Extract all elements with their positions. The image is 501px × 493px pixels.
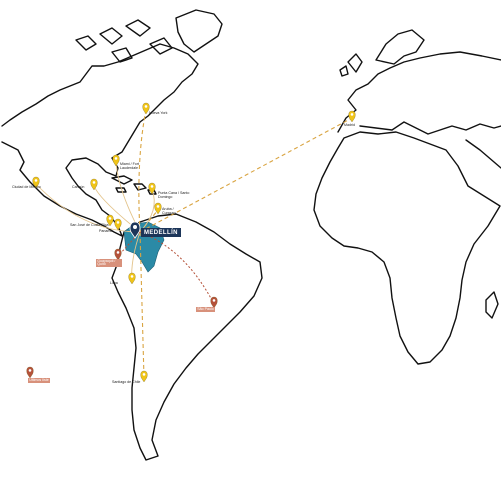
route-santiago bbox=[139, 231, 145, 379]
arctic-islands-coastline bbox=[75, 19, 173, 63]
route-mexico bbox=[35, 183, 141, 233]
arabian-coastline bbox=[465, 139, 501, 169]
south-america-coastline bbox=[111, 213, 263, 461]
gold-pins bbox=[32, 102, 356, 383]
route-madrid bbox=[139, 117, 353, 233]
city-label-lima: Lima bbox=[110, 281, 118, 285]
africa-coastline bbox=[313, 131, 501, 365]
city-label-guayaquil: Guayaquil / Quito bbox=[96, 259, 123, 268]
caribbean-islands-coastline bbox=[111, 175, 157, 195]
city-label-sao-paulo: São Paulo bbox=[196, 306, 215, 312]
city-label-ultimos: Ultimos Iiste bbox=[28, 377, 50, 383]
location-pin-icon[interactable] bbox=[148, 182, 156, 195]
city-label-nueva-york: Nueva York bbox=[149, 111, 168, 115]
location-pin-icon[interactable] bbox=[32, 176, 40, 189]
city-label-cancun: Cancún bbox=[72, 185, 85, 189]
location-pin-icon[interactable] bbox=[90, 178, 98, 191]
red-pins bbox=[26, 248, 218, 379]
madagascar-coastline bbox=[485, 291, 499, 319]
location-pin-icon[interactable] bbox=[128, 272, 136, 285]
location-pin-icon[interactable] bbox=[26, 366, 34, 379]
location-pin-icon[interactable] bbox=[114, 218, 122, 231]
city-label-punta-cana: Punta Cana / Santo Domingo bbox=[158, 191, 190, 199]
medellin-hub-pin[interactable] bbox=[129, 221, 141, 239]
city-label-mexico: Ciudad de México bbox=[12, 185, 41, 189]
british-isles-coastline bbox=[339, 53, 363, 77]
greenland-coastline bbox=[175, 9, 223, 53]
location-pin-icon[interactable] bbox=[140, 370, 148, 383]
location-pin-icon[interactable] bbox=[112, 154, 120, 167]
location-pin-icon[interactable] bbox=[106, 214, 114, 227]
city-label-madrid: Madrid bbox=[344, 123, 355, 127]
hub-label: MEDELLÍN bbox=[141, 228, 181, 237]
location-pin-icon[interactable] bbox=[348, 110, 356, 123]
city-label-santiago: Santiago de Chile bbox=[112, 380, 141, 384]
route-aruba bbox=[139, 209, 159, 233]
city-label-panama: Panamá bbox=[99, 229, 113, 233]
city-label-miami: Miami / Fort Lauderdale bbox=[120, 162, 139, 170]
location-pin-icon[interactable] bbox=[154, 202, 162, 215]
europe-coastline bbox=[337, 51, 501, 135]
location-pin-icon[interactable] bbox=[142, 102, 150, 115]
city-label-aruba: Aruba / Curazao bbox=[162, 207, 176, 215]
scandinavia-coastline bbox=[375, 29, 425, 65]
route-sao-paulo bbox=[139, 231, 215, 305]
city-label-san-jose: San José de Costa Rica bbox=[70, 223, 109, 227]
route-nueva-york bbox=[138, 109, 147, 233]
